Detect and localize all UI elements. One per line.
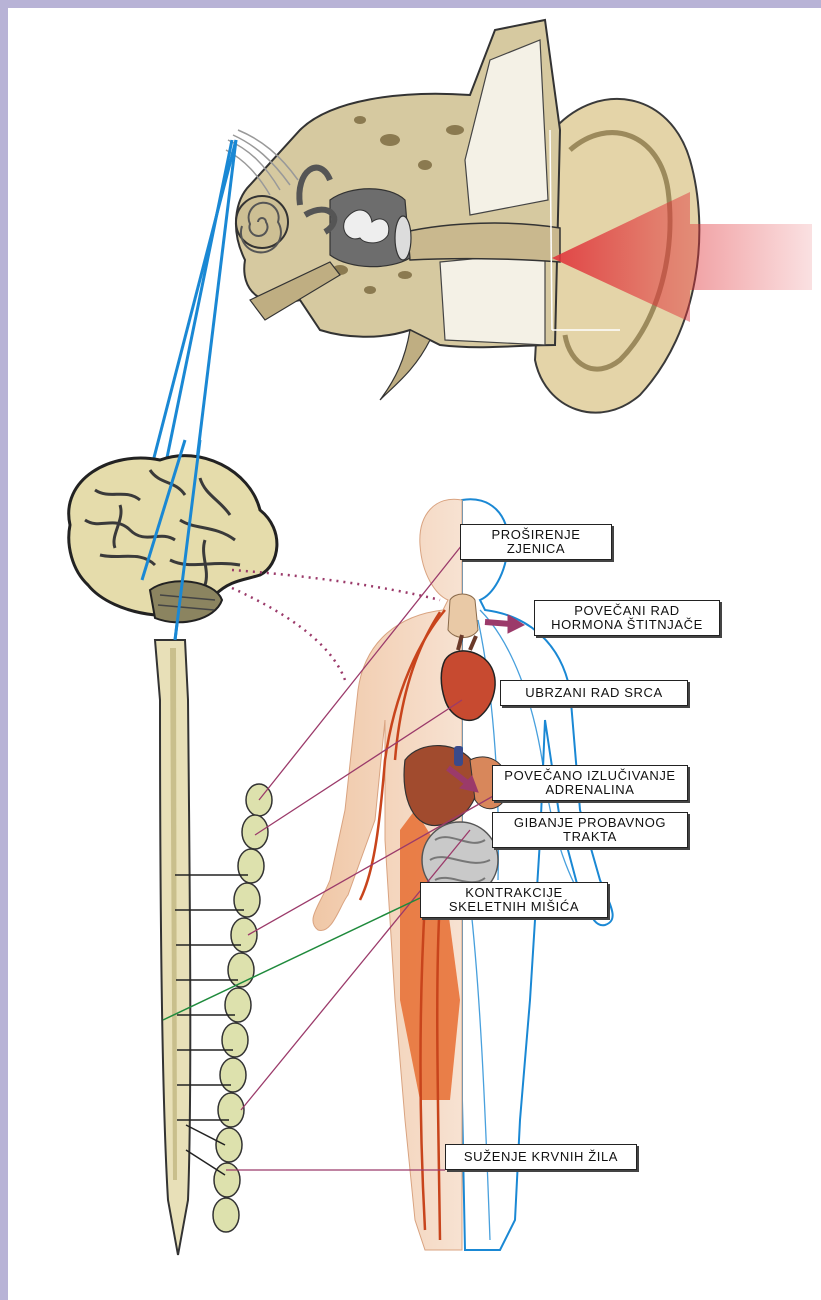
label-digestive-line1: GIBANJE PROBAVNOG: [497, 816, 683, 830]
label-digestive-motility: GIBANJE PROBAVNOG TRAKTA: [492, 812, 688, 848]
spinal-cord-icon: [155, 640, 190, 1255]
thyroid-icon: [448, 594, 478, 638]
label-vasoconstriction: SUŽENJE KRVNIH ŽILA: [445, 1144, 637, 1170]
label-pupil-dilation: PROŠIRENJE ZJENICA: [460, 524, 612, 560]
ear-canal: [405, 223, 560, 262]
label-thyroid-line1: POVEČANI RAD: [539, 604, 715, 618]
styloid-process: [380, 330, 430, 400]
label-thyroid-hormone: POVEČANI RAD HORMONA ŠTITNJAČE: [534, 600, 720, 636]
label-muscles-line2: SKELETNIH MIŠIĆA: [425, 900, 603, 914]
label-thyroid-line2: HORMONA ŠTITNJAČE: [539, 618, 715, 632]
petrous-cells: [440, 252, 545, 345]
muscle-leader-line: [163, 898, 420, 1020]
label-skeletal-muscles: KONTRAKCIJE SKELETNIH MIŠIĆA: [420, 882, 608, 918]
label-vessels-line1: SUŽENJE KRVNIH ŽILA: [450, 1150, 632, 1164]
label-pupil-line2: ZJENICA: [465, 542, 607, 556]
eardrum: [395, 216, 411, 260]
label-adrenaline-line2: ADRENALINA: [497, 783, 683, 797]
mastoid-cells: [465, 40, 548, 215]
label-pupil-line1: PROŠIRENJE: [465, 528, 607, 542]
label-adrenaline: POVEČANO IZLUČIVANJE ADRENALINA: [492, 765, 688, 801]
label-heart-line1: UBRZANI RAD SRCA: [505, 686, 683, 700]
label-heart-rate: UBRZANI RAD SRCA: [500, 680, 688, 706]
label-digestive-line2: TRAKTA: [497, 830, 683, 844]
label-muscles-line1: KONTRAKCIJE: [425, 886, 603, 900]
label-adrenaline-line1: POVEČANO IZLUČIVANJE: [497, 769, 683, 783]
ear-icon: [226, 20, 699, 413]
